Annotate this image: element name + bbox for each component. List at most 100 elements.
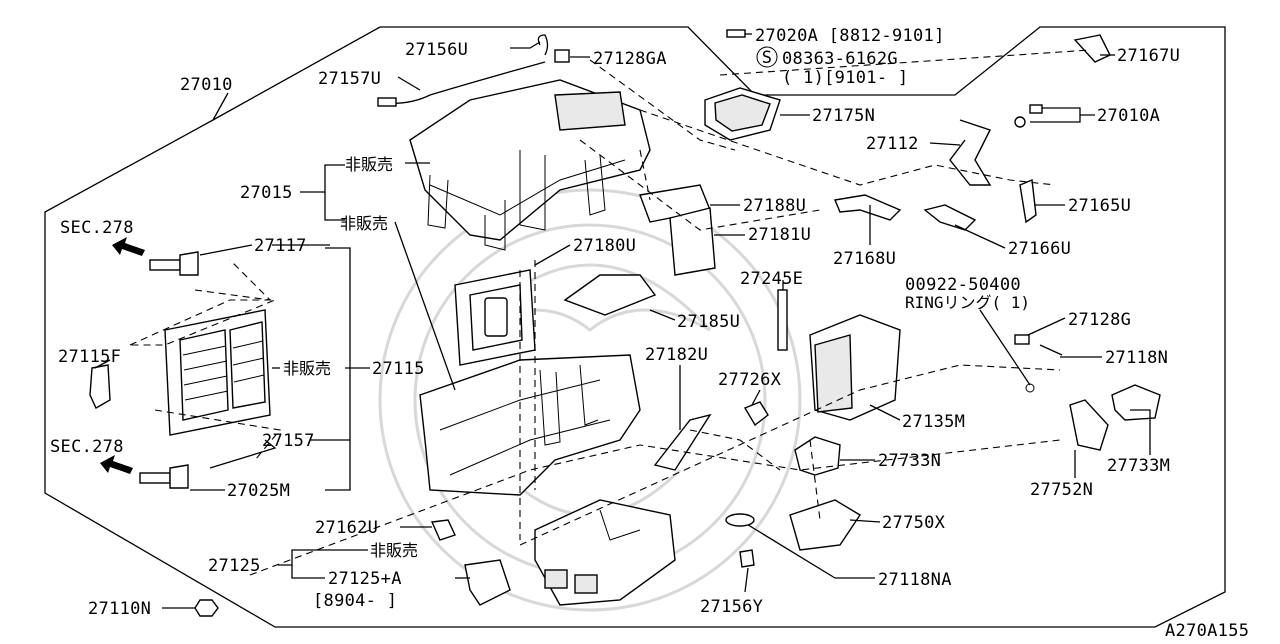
pipe-fitting-27025M [139, 464, 189, 489]
bracket-27752N [1069, 399, 1109, 451]
heater-core-27115 [164, 309, 271, 436]
label-27115F: 27115F [58, 347, 121, 367]
clip-27156Y [739, 549, 755, 568]
label-27010: 27010 [180, 75, 233, 95]
part-27135M-face [814, 334, 853, 413]
s-mark-circle [756, 46, 778, 68]
part-27125A [464, 559, 511, 606]
label-27168U: 27168U [833, 249, 896, 269]
pipe-fitting-27117 [149, 251, 199, 276]
label-27118N: 27118N [1105, 348, 1168, 368]
duct-27175N-inner [714, 94, 771, 132]
label-27010A: 27010A [1097, 106, 1160, 126]
part-27185U [563, 274, 657, 316]
clip-27162U [430, 519, 456, 541]
label-27135M: 27135M [902, 412, 965, 432]
label-27165U: 27165U [1068, 196, 1131, 216]
lower-case [419, 354, 641, 496]
bracket-27750X [789, 499, 861, 551]
label-27125A: 27125+A [328, 569, 402, 589]
leader-lines [94, 33, 1151, 609]
label-27166U: 27166U [1008, 239, 1071, 259]
label-27175N: 27175N [812, 106, 875, 126]
link-27165U [1019, 178, 1037, 224]
label-27752N: 27752N [1030, 480, 1093, 500]
label-27128G: 27128G [1068, 310, 1131, 330]
bolt-27020A [726, 29, 746, 38]
lever-27167U [1073, 34, 1111, 63]
harness-plug [377, 97, 397, 107]
part-27181U [669, 207, 716, 276]
washer-27010A [1014, 116, 1026, 128]
label-27188U: 27188U [743, 196, 806, 216]
label-27128GA: 27128GA [593, 49, 667, 69]
link-27112 [949, 119, 992, 186]
label-00922-ring: RINGリング( 1) [905, 293, 1030, 312]
label-27167U: 27167U [1117, 46, 1180, 66]
label-27157U: 27157U [318, 69, 381, 89]
clip-27128GA [554, 49, 570, 63]
nut-27110N [194, 599, 219, 617]
label-27118NA: 27118NA [878, 570, 952, 590]
label-08363-qty: ( 1)[9101- ] [782, 68, 908, 88]
label-27125A-date: [8904- ] [313, 591, 397, 611]
actuator-27733M [1111, 384, 1161, 421]
label-27110N: 27110N [88, 599, 151, 619]
label-27750X: 27750X [882, 513, 946, 533]
label-27025M: 27025M [227, 481, 290, 501]
clip-27245E [777, 289, 788, 351]
label-sec278-top: SEC.278 [60, 218, 134, 238]
label-27180U: 27180U [573, 236, 636, 256]
label-27117: 27117 [254, 236, 307, 256]
label-27726X: 27726X [718, 370, 782, 390]
upper-case-27015 [409, 79, 651, 251]
bracket-27168U [834, 194, 902, 221]
grommet-27726X [743, 401, 769, 427]
arrow-sec278-top [112, 237, 145, 256]
label-27112: 27112 [866, 134, 919, 154]
label-08363: 08363-6162G [782, 49, 898, 69]
bracket-27166U [923, 204, 977, 231]
callout-labels: 27010 27015 非販売 非販売 27156U 27157U 27128G… [50, 26, 1249, 641]
label-27157: 27157 [262, 431, 315, 451]
label-27015-not-sold-a: 非販売 [345, 155, 393, 174]
label-27162U: 27162U [315, 518, 378, 538]
label-27125-not-sold: 非販売 [370, 541, 418, 560]
clip-27128G [1014, 334, 1030, 345]
label-27115: 27115 [372, 359, 425, 379]
clip-27156U [537, 34, 549, 56]
label-27156U: 27156U [405, 40, 468, 60]
door-27180U [454, 269, 536, 366]
clip-27115F [89, 364, 111, 409]
actuator-27733N [794, 436, 841, 476]
s-mark: S [762, 48, 773, 68]
label-27245E: 27245E [740, 269, 803, 289]
label-27733M: 27733M [1107, 456, 1170, 476]
part-27182U [653, 413, 712, 471]
harness-27157U [383, 61, 546, 104]
bolt-27010A [1029, 104, 1043, 114]
rod-27118NA [739, 519, 836, 579]
lower-duct-27125 [534, 499, 676, 606]
label-27015: 27015 [240, 183, 293, 203]
label-00922: 00922-50400 [905, 275, 1021, 295]
ring-00922 [1025, 383, 1035, 393]
label-27182U: 27182U [645, 345, 708, 365]
arrow-sec278-bot [100, 455, 133, 474]
label-sec278-bot: SEC.278 [50, 437, 124, 457]
label-27181U: 27181U [748, 225, 811, 245]
label-27115-not-sold: 非販売 [283, 359, 331, 378]
assembly-dash-lines [154, 49, 1091, 576]
label-27185U: 27185U [677, 312, 740, 332]
drawing-code: A270A155 [1165, 621, 1249, 639]
rod-end [725, 513, 755, 527]
label-27015-not-sold-b: 非販売 [340, 214, 388, 233]
rod-27118N [1039, 344, 1063, 356]
label-27020A: 27020A [8812-9101] [755, 26, 945, 46]
label-27125: 27125 [208, 556, 261, 576]
label-27156Y: 27156Y [700, 597, 763, 617]
label-27733N: 27733N [878, 451, 941, 471]
dash-core-box [129, 299, 276, 346]
